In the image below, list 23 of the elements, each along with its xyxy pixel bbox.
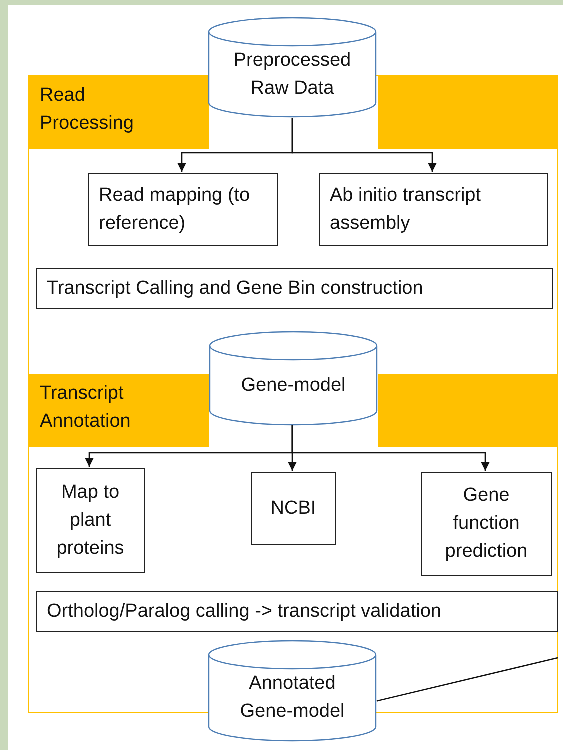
node-label: Gene function prediction: [444, 484, 529, 564]
node-label: Gene-model: [240, 374, 347, 398]
process-box: [36, 268, 553, 309]
node-label: Transcript Calling and Gene Bin construction: [47, 276, 424, 300]
process-box: [88, 173, 278, 246]
section-header-band: [29, 374, 209, 447]
node-label: Map to plant proteins: [56, 480, 126, 560]
arrow: [292, 425, 490, 471]
node-label: Preprocessed Raw Data: [232, 48, 352, 100]
node-label: Read mapping (to reference): [99, 184, 252, 236]
node-label: Annotated Gene-model: [239, 672, 346, 724]
process-box: [36, 591, 558, 632]
process-box: [251, 472, 336, 545]
process-box: [319, 173, 548, 246]
section-header-band: [29, 76, 209, 149]
section-heading: Read Processing: [40, 84, 135, 136]
process-box: [421, 472, 552, 576]
arrow: [292, 118, 437, 172]
process-box: [36, 468, 145, 573]
node-label: NCBI: [270, 496, 318, 520]
node-label: Ortholog/Paralog calling -> transcript validation: [47, 600, 442, 624]
section-heading: Transcript Annotation: [40, 382, 132, 434]
node-label: Ab initio transcript assembly: [330, 184, 482, 236]
